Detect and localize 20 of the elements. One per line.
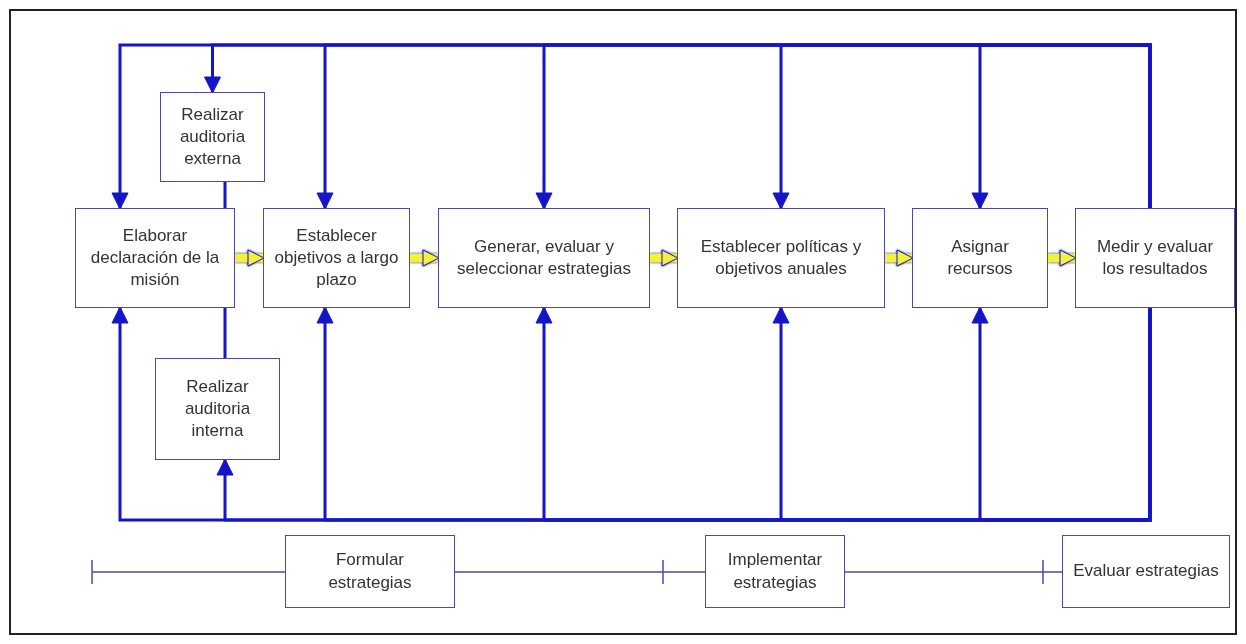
process-box: Asignar recursos	[912, 208, 1048, 308]
arrow	[235, 249, 265, 267]
arrow	[410, 249, 440, 267]
process-box: Realizar auditoria externa	[160, 92, 265, 182]
process-box: Medir y evaluar los resultados	[1075, 208, 1235, 308]
phase-box: Formular estrategias	[285, 535, 455, 608]
phase-box: Implementar estrategias	[705, 535, 845, 608]
phase-box: Evaluar estrategias	[1062, 535, 1230, 608]
arrow	[650, 249, 679, 267]
connector-line	[223, 182, 227, 208]
process-box: Realizar auditoria interna	[155, 358, 280, 460]
process-box: Generar, evaluar y seleccionar estrategias	[438, 208, 650, 308]
arrow	[885, 249, 914, 267]
arrow	[1048, 249, 1077, 267]
process-box: Establecer objetivos a largo plazo	[263, 208, 410, 308]
arrow	[971, 43, 1152, 210]
arrow	[971, 306, 1152, 522]
process-box: Establecer políticas y objetivos anuales	[677, 208, 885, 308]
process-box: Elaborar declaración de la misión	[75, 208, 235, 308]
connector-line	[223, 308, 227, 358]
